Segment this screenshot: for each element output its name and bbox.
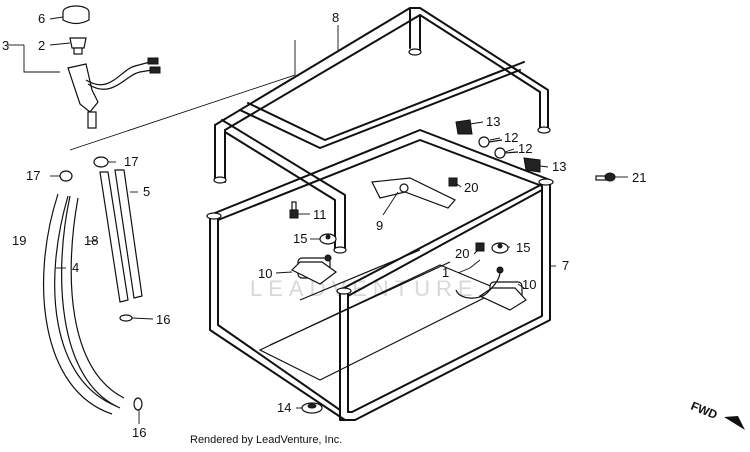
- clamp-17-right-part[interactable]: [93, 156, 109, 168]
- callout-15-left: 15: [293, 231, 307, 246]
- callout-13-lower: 13: [552, 159, 566, 174]
- callout-labels: 6 3 2 8 13 12 12 13 17 17 5 20 21 11 9 1…: [2, 10, 646, 440]
- bolt-12-lower-part[interactable]: [494, 147, 519, 159]
- nut-15-right-part[interactable]: [491, 242, 509, 254]
- forward-direction-indicator: FWD: [689, 399, 745, 430]
- callout-19: 19: [12, 233, 26, 248]
- clip-13-lower-part[interactable]: [523, 157, 541, 173]
- ground-wire-part[interactable]: [455, 271, 501, 299]
- bolt-20-lower-part[interactable]: [475, 242, 485, 252]
- callout-6: 6: [38, 11, 45, 26]
- callout-13-upper: 13: [486, 114, 500, 129]
- callout-1: 1: [442, 265, 449, 280]
- hose-4-part[interactable]: [61, 195, 125, 409]
- clip-16-lower-part[interactable]: [133, 397, 143, 411]
- tube-18-part[interactable]: [99, 171, 129, 303]
- knob-part[interactable]: [69, 37, 87, 55]
- clip-16-upper-part[interactable]: [119, 314, 133, 322]
- callout-20-upper: 20: [464, 180, 478, 195]
- leader-lines: [8, 16, 628, 424]
- callout-14: 14: [277, 400, 291, 415]
- callout-12-lower: 12: [518, 141, 532, 156]
- callout-5: 5: [143, 184, 150, 199]
- clip-13-upper-part[interactable]: [455, 119, 473, 135]
- callout-17-right: 17: [124, 154, 138, 169]
- cap-part[interactable]: [62, 5, 90, 25]
- callout-8: 8: [332, 10, 339, 25]
- bolt-12-upper-part[interactable]: [478, 136, 503, 148]
- callout-4: 4: [72, 260, 79, 275]
- fwd-arrow-icon: [724, 416, 745, 430]
- callout-3: 3: [2, 38, 9, 53]
- bolt-21-part[interactable]: [595, 172, 616, 182]
- callout-12-upper: 12: [504, 130, 518, 145]
- callout-16-lower: 16: [132, 425, 146, 440]
- callout-21: 21: [632, 170, 646, 185]
- callout-10-right: 10: [522, 277, 536, 292]
- callout-2: 2: [38, 38, 45, 53]
- callout-10-left: 10: [258, 266, 272, 281]
- fwd-label: FWD: [689, 399, 720, 422]
- rubber-mount-part-left[interactable]: [290, 254, 338, 285]
- render-credit: Rendered by LeadVenture, Inc.: [190, 434, 343, 446]
- callout-7: 7: [562, 258, 569, 273]
- bracket-part[interactable]: [371, 177, 456, 209]
- rubber-mount-part-right[interactable]: [478, 266, 527, 311]
- nut-15-left-part[interactable]: [319, 233, 337, 245]
- bolt-11-part[interactable]: [289, 201, 299, 219]
- tube-5-part[interactable]: [114, 169, 143, 299]
- grommet-14-part[interactable]: [301, 402, 323, 414]
- bolt-20-upper-part[interactable]: [448, 177, 458, 187]
- clamp-17-left-part[interactable]: [59, 170, 73, 182]
- callout-15-right: 15: [516, 240, 530, 255]
- callout-17-left: 17: [26, 168, 40, 183]
- callout-16-upper: 16: [156, 312, 170, 327]
- hose-19-part[interactable]: [43, 193, 117, 415]
- upper-frame-part[interactable]: [213, 7, 551, 254]
- callout-9: 9: [376, 218, 383, 233]
- callout-20-lower: 20: [455, 246, 469, 261]
- callout-11: 11: [313, 207, 327, 222]
- switch-assembly-part[interactable]: [67, 57, 161, 129]
- group-bracket: [23, 40, 296, 151]
- callout-18: 18: [84, 233, 98, 248]
